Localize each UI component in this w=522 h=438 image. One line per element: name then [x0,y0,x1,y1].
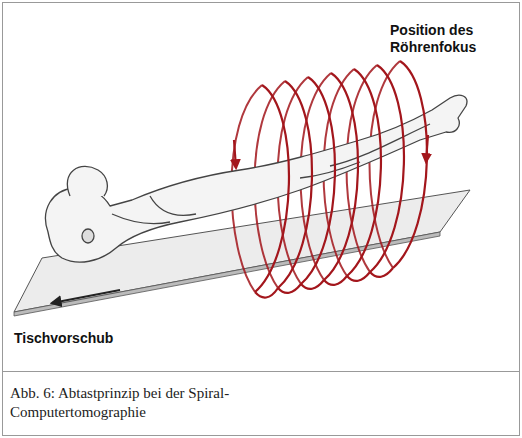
rotation-arrow [426,135,428,162]
divider [3,371,520,372]
feed-arrow [52,290,120,303]
feed-label: Tischvorschub [14,330,113,347]
spiral-front [255,61,427,298]
frame [3,3,520,436]
focus-label: Position des Röhrenfokus [390,22,500,56]
rotation-arrow [234,140,236,168]
figure-caption: Abb. 6: Abtastprinzip bei der Spiral-Com… [10,384,272,422]
